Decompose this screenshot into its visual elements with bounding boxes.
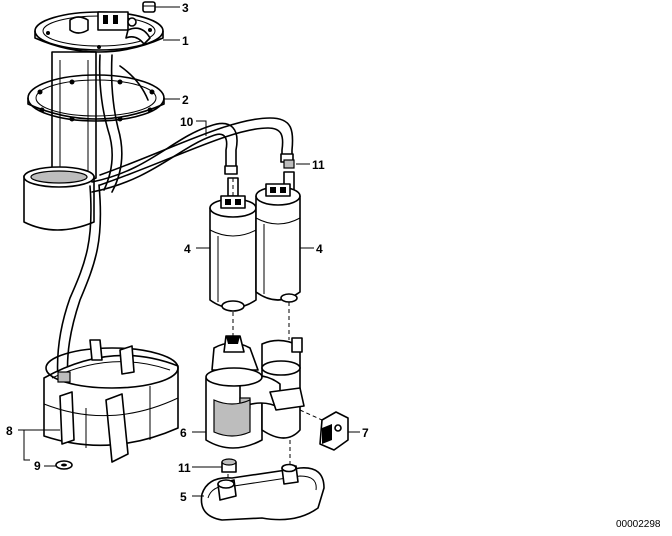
callout-8: 8 [6, 424, 13, 438]
callout-3: 3 [182, 1, 189, 15]
callout-7: 7 [362, 426, 369, 440]
sender-unit-flange [34, 11, 164, 185]
callout-2: 2 [182, 93, 189, 107]
pump-bracket [205, 335, 305, 449]
fuel-pump-right [255, 183, 301, 303]
leader-lines [18, 6, 360, 497]
callout-9: 9 [34, 459, 41, 473]
base-strainer-housing [43, 339, 179, 463]
gasket-ring [27, 74, 165, 122]
callout-1: 1 [182, 34, 189, 48]
callout-4-right: 4 [316, 242, 323, 256]
callout-5: 5 [180, 490, 187, 504]
callout-4-left: 4 [184, 242, 191, 256]
drawing-number: 00002298 [616, 519, 661, 530]
fuel-hose [91, 117, 294, 193]
washer [55, 460, 73, 470]
cap-nut [142, 1, 156, 13]
level-sender-float [23, 166, 95, 231]
electrical-connector [319, 411, 349, 451]
callout-11-upper: 11 [312, 158, 325, 172]
callout-10: 10 [180, 115, 194, 129]
callouts: 3 1 2 10 11 4 4 6 7 8 9 11 5 [6, 1, 369, 504]
base-plate [200, 463, 325, 521]
nipple-fitting-lower [221, 458, 237, 473]
callout-11-lower: 11 [178, 461, 191, 475]
callout-6: 6 [180, 426, 187, 440]
fuel-pump-left [209, 195, 257, 312]
